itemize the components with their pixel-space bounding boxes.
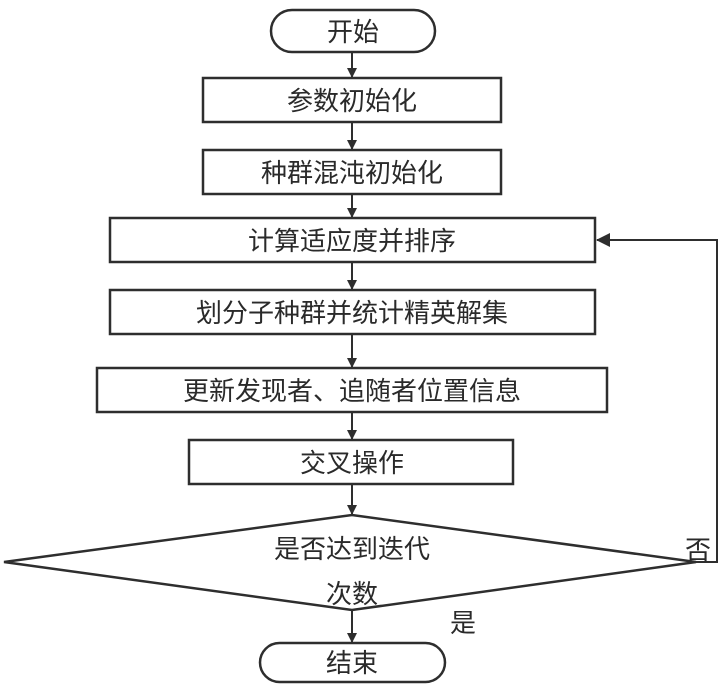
start-terminal-shape (269, 8, 437, 54)
process-split-elite: 划分子种群并统计精英解集 (108, 288, 597, 336)
process-label: 划分子种群并统计精英解集 (196, 299, 508, 329)
process-box (201, 148, 503, 196)
process-box (187, 438, 515, 486)
process-label: 更新发现者、追随者位置信息 (183, 377, 521, 407)
end-terminal-shape (258, 641, 447, 684)
process-crossover: 交叉操作 (187, 438, 515, 486)
process-label: 参数初始化 (287, 87, 417, 117)
decision-diamond (3, 513, 697, 612)
process-label: 种群混沌初始化 (261, 159, 443, 189)
start-label: 开始 (327, 18, 379, 48)
edge-label-yes: 是 (450, 609, 476, 639)
process-update-pos: 更新发现者、追随者位置信息 (95, 366, 609, 414)
decision-check-iter: 是否达到迭代 次数 (3, 513, 697, 612)
process-init-params: 参数初始化 (201, 76, 503, 124)
end-label: 结束 (326, 649, 378, 679)
decision-label-line1: 是否达到迭代 (274, 535, 430, 565)
start-node: 开始 (269, 8, 437, 54)
process-chaos-init: 种群混沌初始化 (201, 148, 503, 196)
process-label: 交叉操作 (300, 449, 404, 479)
process-box (201, 76, 503, 124)
process-box (95, 366, 609, 414)
decision-label-line2: 次数 (326, 580, 378, 610)
process-box (108, 288, 597, 336)
process-label: 计算适应度并排序 (248, 227, 456, 257)
process-fitness-sort: 计算适应度并排序 (108, 216, 597, 264)
process-box (108, 216, 597, 264)
edge-check-iter-loop-back (596, 233, 718, 563)
edge-label-no: 否 (685, 536, 711, 566)
end-node: 结束 (258, 641, 447, 684)
